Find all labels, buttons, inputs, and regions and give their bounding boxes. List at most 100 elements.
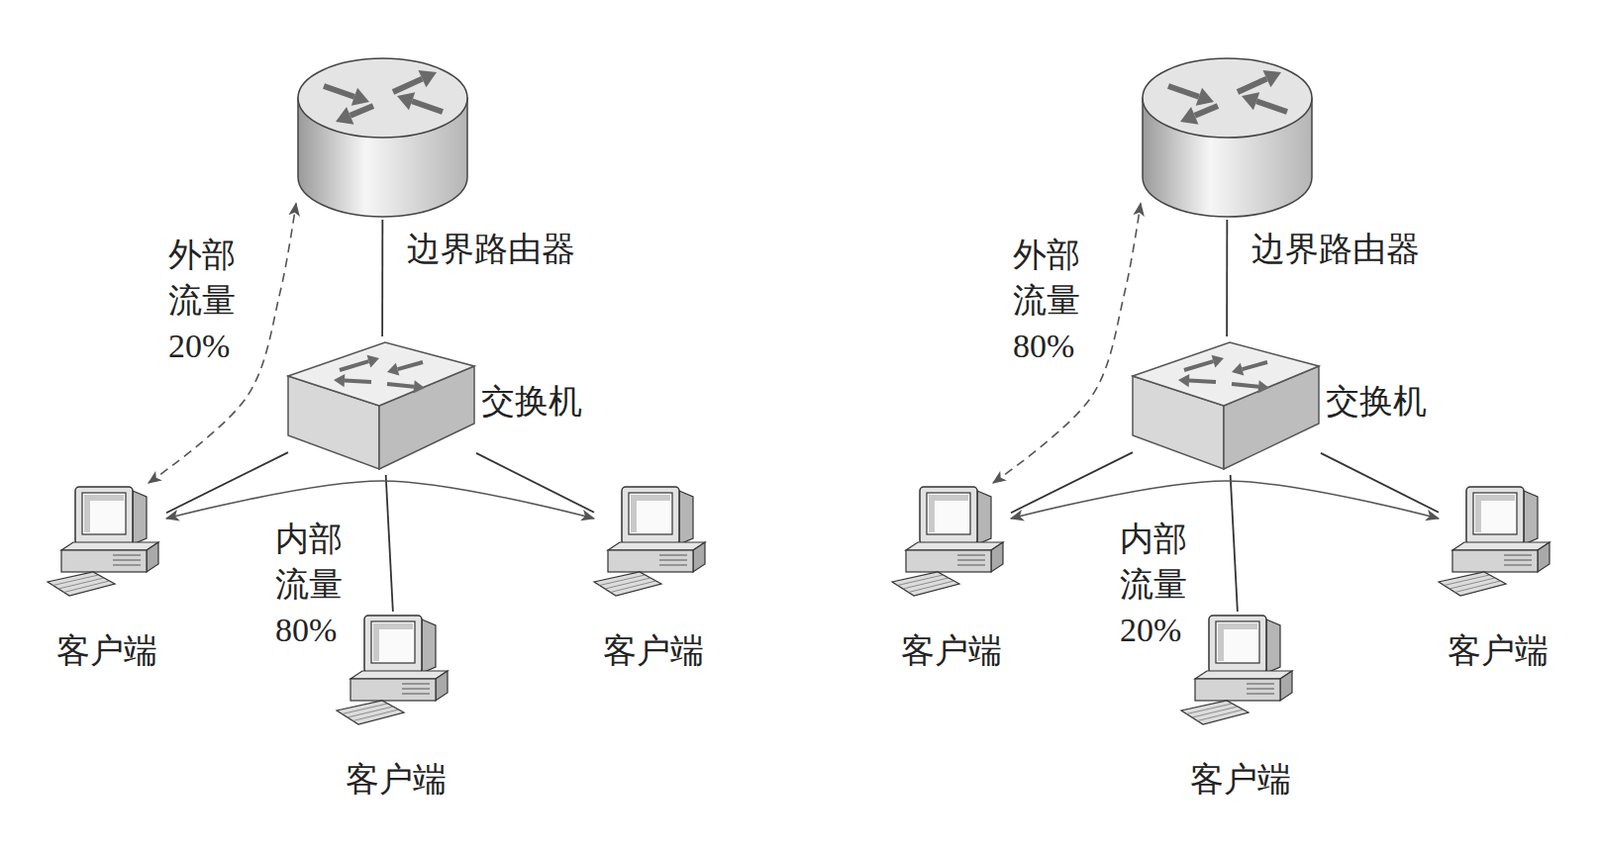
drive-slot: [659, 565, 688, 567]
monitor-screen: [1215, 621, 1260, 664]
client-icon: [892, 483, 1011, 602]
monitor-side: [132, 491, 147, 545]
switch-node: 交换机: [1132, 336, 1321, 476]
key-row: [610, 581, 657, 594]
arrow-tip: [351, 88, 370, 106]
drive-slot: [659, 555, 688, 557]
client-label: 客户端: [602, 629, 704, 674]
drive-slot: [1246, 684, 1275, 686]
case-front: [1195, 679, 1281, 701]
key-row: [1444, 575, 1491, 587]
client-icon: [47, 483, 167, 602]
case-side: [1537, 542, 1550, 573]
arrow-shaft: [323, 86, 355, 98]
client-icon: [1438, 483, 1558, 602]
client-label: 客户端: [900, 629, 1002, 674]
key-row: [342, 703, 389, 715]
screen-shade: [928, 495, 969, 533]
arrow-shaft: [339, 361, 369, 371]
drive-slot: [112, 560, 141, 562]
arrow-shaft: [1189, 381, 1216, 383]
link-line: [1225, 219, 1228, 337]
arrow-tip: [387, 363, 400, 377]
client-label: 客户端: [1447, 629, 1549, 674]
traffic-arrow: [166, 481, 595, 519]
key-row: [902, 578, 949, 590]
case-front: [607, 550, 694, 573]
arrow-shaft: [1242, 362, 1268, 370]
key-row: [1187, 703, 1233, 715]
case-top: [61, 542, 159, 551]
router-top: [1142, 58, 1312, 138]
monitor-frame: [919, 487, 978, 545]
key-row: [64, 581, 110, 594]
key-row: [908, 581, 955, 594]
monitor-frame: [364, 615, 422, 674]
monitor-side: [977, 491, 992, 545]
client-label: 客户端: [345, 758, 447, 802]
case-side: [693, 542, 705, 573]
keyboard: [594, 572, 662, 597]
router-label: 边界路由器: [406, 227, 576, 272]
traffic-label: 内部 流量 20%: [1119, 516, 1198, 654]
client-node: 客户端: [47, 483, 167, 602]
key-row: [1192, 706, 1238, 718]
arrow-tip: [1231, 363, 1244, 377]
monitor-frame: [1466, 487, 1524, 545]
router-node: 边界路由器: [1140, 56, 1314, 220]
keyboard: [892, 572, 960, 597]
arrow-tip: [1262, 70, 1282, 88]
drive-slot: [957, 555, 986, 557]
drive-slot: [1246, 689, 1275, 691]
traffic-label: 内部 流量 80%: [275, 516, 353, 654]
case-top: [905, 542, 1003, 551]
key-row: [604, 578, 651, 590]
case-top: [1195, 671, 1293, 680]
case-front: [905, 550, 992, 573]
arrow-shaft: [1237, 79, 1267, 93]
drive-slot: [659, 560, 688, 562]
router-arrows: [1168, 70, 1288, 125]
case-side: [991, 542, 1003, 573]
client-label: 客户端: [56, 629, 158, 674]
key-row: [898, 575, 944, 587]
monitor-screen: [1473, 493, 1517, 535]
router-label: 边界路由器: [1251, 227, 1420, 272]
arrow-shaft: [1184, 361, 1213, 371]
traffic-label: 外部 流量 20%: [168, 232, 246, 370]
arrow-tip: [412, 380, 425, 394]
arrow-tip: [1211, 355, 1224, 369]
case-side: [146, 542, 159, 573]
monitor-side: [1523, 491, 1538, 545]
screen-shade: [1217, 623, 1258, 662]
monitor-frame: [621, 487, 680, 545]
arrow-shaft: [1168, 86, 1200, 98]
arrow-shaft: [411, 100, 443, 112]
monitor-screen: [926, 493, 971, 535]
switch-node: 交换机: [288, 336, 477, 476]
drive-slot: [401, 689, 430, 691]
traffic-arrow: [148, 203, 297, 485]
monitor-screen: [371, 621, 415, 664]
switch-top-face: [1132, 342, 1319, 406]
arrow-tip: [335, 106, 354, 125]
drive-slot: [112, 555, 141, 557]
case-front: [350, 679, 436, 701]
key-row: [1198, 709, 1244, 722]
client-icon: [336, 611, 456, 731]
keyboard: [1438, 572, 1506, 597]
arrow-shaft: [387, 384, 414, 388]
arrow-shaft: [1256, 100, 1288, 112]
arrow-tip: [1257, 380, 1270, 394]
client-label: 客户端: [1190, 758, 1292, 802]
arrow-tip: [1178, 374, 1190, 388]
switch-arrows: [1178, 355, 1270, 395]
arrow-tip: [397, 92, 415, 110]
case-front: [1452, 550, 1538, 573]
monitor-side: [421, 619, 436, 674]
screen-shade: [630, 495, 671, 533]
monitor-side: [679, 491, 694, 545]
drive-slot: [957, 560, 986, 562]
monitor-frame: [75, 487, 133, 545]
